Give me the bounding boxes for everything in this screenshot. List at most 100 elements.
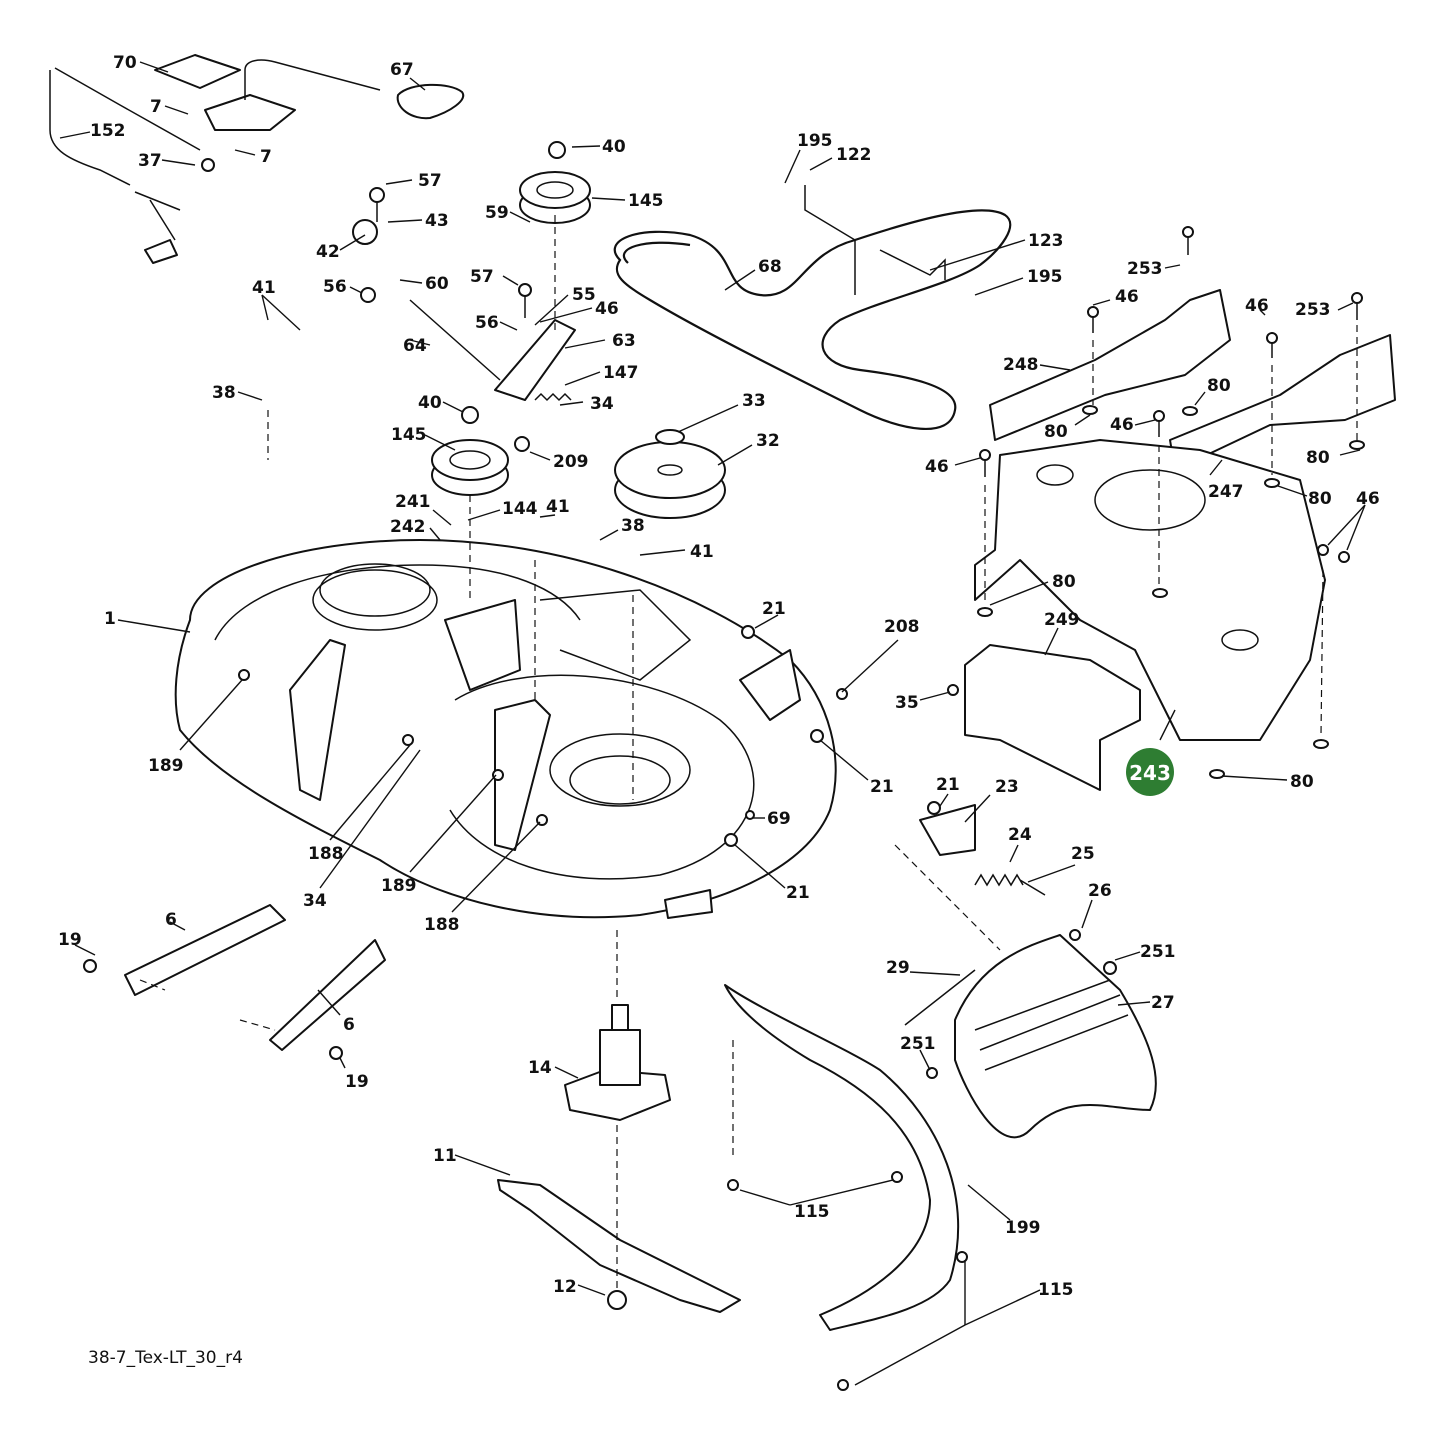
callout-208[interactable]: 208 <box>884 617 920 637</box>
callout-7[interactable]: 7 <box>150 97 162 117</box>
callout-144[interactable]: 144 <box>502 499 538 519</box>
callout-195[interactable]: 195 <box>1027 267 1063 287</box>
callout-56[interactable]: 56 <box>323 277 347 297</box>
callout-33[interactable]: 33 <box>742 391 766 411</box>
callout-40[interactable]: 40 <box>418 393 442 413</box>
callout-14[interactable]: 14 <box>528 1058 552 1078</box>
callout-6[interactable]: 6 <box>165 910 177 930</box>
callout-38[interactable]: 38 <box>621 516 645 536</box>
callout-199[interactable]: 199 <box>1005 1218 1041 1238</box>
callout-41[interactable]: 41 <box>252 278 276 298</box>
callout-57[interactable]: 57 <box>418 171 442 191</box>
callout-42[interactable]: 42 <box>316 242 340 262</box>
callout-251[interactable]: 251 <box>1140 942 1176 962</box>
callout-34[interactable]: 34 <box>303 891 327 911</box>
callout-67[interactable]: 67 <box>390 60 414 80</box>
callout-80[interactable]: 80 <box>1290 772 1314 792</box>
callout-145[interactable]: 145 <box>391 425 427 445</box>
callout-46[interactable]: 46 <box>1115 287 1139 307</box>
callout-147[interactable]: 147 <box>603 363 639 383</box>
callout-35[interactable]: 35 <box>895 693 919 713</box>
highlight-callout-243[interactable]: 243 <box>1126 748 1174 796</box>
callout-145[interactable]: 145 <box>628 191 664 211</box>
callout-249[interactable]: 249 <box>1044 610 1080 630</box>
fasteners <box>83 141 1365 1391</box>
callout-64[interactable]: 64 <box>403 336 427 356</box>
assembly-lines <box>139 215 1358 1290</box>
spindle-assembly <box>564 1004 671 1121</box>
callout-19[interactable]: 19 <box>345 1072 369 1092</box>
callout-55[interactable]: 55 <box>572 285 596 305</box>
callout-7[interactable]: 7 <box>260 147 272 167</box>
callout-41[interactable]: 41 <box>690 542 714 562</box>
callout-251[interactable]: 251 <box>900 1034 936 1054</box>
callout-56[interactable]: 56 <box>475 313 499 333</box>
callout-25[interactable]: 25 <box>1071 844 1095 864</box>
callout-63[interactable]: 63 <box>612 331 636 351</box>
callout-46[interactable]: 46 <box>1110 415 1134 435</box>
callout-122[interactable]: 122 <box>836 145 872 165</box>
callout-80[interactable]: 80 <box>1044 422 1068 442</box>
callout-46[interactable]: 46 <box>925 457 949 477</box>
callout-80[interactable]: 80 <box>1207 376 1231 396</box>
callout-69[interactable]: 69 <box>767 809 791 829</box>
callout-46[interactable]: 46 <box>1245 296 1269 316</box>
stabilizer-arm-upper <box>124 904 286 996</box>
callout-46[interactable]: 46 <box>1356 489 1380 509</box>
callout-41[interactable]: 41 <box>546 497 570 517</box>
cover-bracket <box>919 804 976 856</box>
callout-24[interactable]: 24 <box>1008 825 1032 845</box>
callout-123[interactable]: 123 <box>1028 231 1064 251</box>
callout-40[interactable]: 40 <box>602 137 626 157</box>
callout-12[interactable]: 12 <box>553 1277 577 1297</box>
callout-19[interactable]: 19 <box>58 930 82 950</box>
callout-21[interactable]: 21 <box>786 883 810 903</box>
callout-60[interactable]: 60 <box>425 274 449 294</box>
callout-247[interactable]: 247 <box>1208 482 1244 502</box>
callout-68[interactable]: 68 <box>758 257 782 277</box>
callout-188[interactable]: 188 <box>308 844 344 864</box>
callout-46[interactable]: 46 <box>595 299 619 319</box>
callout-57[interactable]: 57 <box>470 267 494 287</box>
callout-38[interactable]: 38 <box>212 383 236 403</box>
callout-70[interactable]: 70 <box>113 53 137 73</box>
callout-242[interactable]: 242 <box>390 517 426 537</box>
callout-80[interactable]: 80 <box>1306 448 1330 468</box>
callout-1[interactable]: 1 <box>104 609 116 629</box>
callout-209[interactable]: 209 <box>553 452 589 472</box>
mower-blade <box>497 1179 741 1313</box>
callout-188[interactable]: 188 <box>424 915 460 935</box>
callout-152[interactable]: 152 <box>90 121 126 141</box>
drive-belt <box>613 209 1012 430</box>
callout-26[interactable]: 26 <box>1088 881 1112 901</box>
belt-cover-left <box>989 289 1231 441</box>
callout-253[interactable]: 253 <box>1127 259 1163 279</box>
callout-43[interactable]: 43 <box>425 211 449 231</box>
callout-115[interactable]: 115 <box>794 1202 830 1222</box>
stabilizer-arm-lower <box>269 939 386 1051</box>
callout-11[interactable]: 11 <box>433 1146 457 1166</box>
callout-23[interactable]: 23 <box>995 777 1019 797</box>
callout-241[interactable]: 241 <box>395 492 431 512</box>
callout-34[interactable]: 34 <box>590 394 614 414</box>
callout-21[interactable]: 21 <box>870 777 894 797</box>
callout-195[interactable]: 195 <box>797 131 833 151</box>
highlight-badge <box>1126 748 1174 796</box>
callout-189[interactable]: 189 <box>381 876 417 896</box>
callout-115[interactable]: 115 <box>1038 1280 1074 1300</box>
callout-6[interactable]: 6 <box>343 1015 355 1035</box>
callout-labels: 70 67 7 7 152 37 40 145 57 43 59 42 60 5… <box>58 53 1380 1300</box>
callout-80[interactable]: 80 <box>1308 489 1332 509</box>
drive-pulley <box>614 441 726 519</box>
callout-189[interactable]: 189 <box>148 756 184 776</box>
callout-21[interactable]: 21 <box>762 599 786 619</box>
callout-27[interactable]: 27 <box>1151 993 1175 1013</box>
callout-248[interactable]: 248 <box>1003 355 1039 375</box>
callout-29[interactable]: 29 <box>886 958 910 978</box>
callout-80[interactable]: 80 <box>1052 572 1076 592</box>
callout-59[interactable]: 59 <box>485 203 509 223</box>
callout-37[interactable]: 37 <box>138 151 162 171</box>
callout-253[interactable]: 253 <box>1295 300 1331 320</box>
callout-32[interactable]: 32 <box>756 431 780 451</box>
callout-21[interactable]: 21 <box>936 775 960 795</box>
